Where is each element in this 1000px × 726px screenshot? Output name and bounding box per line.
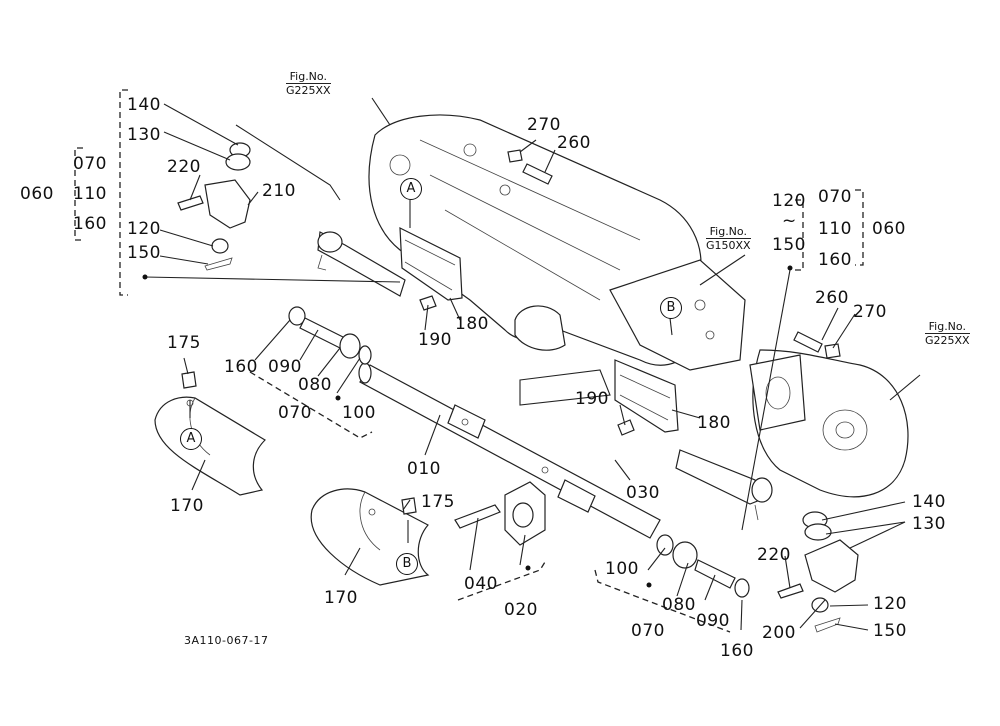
fig-ref-label: Fig.No.: [928, 320, 966, 333]
grouping-brackets: [74, 89, 864, 633]
part-label: 130: [912, 514, 946, 534]
fig-ref-right: Fig.No. G225XX: [925, 320, 970, 347]
part-label: 040: [464, 574, 498, 594]
part-label: 100: [605, 559, 639, 579]
right-housing: [749, 349, 909, 498]
marker-a-cover: A: [180, 428, 202, 450]
right-adjust-parts: [656, 534, 750, 598]
part-label: 270: [527, 115, 561, 135]
fig-ref-center: Fig.No. G150XX: [706, 225, 751, 252]
fig-ref-code: G225XX: [925, 333, 970, 347]
part-label: 160: [818, 250, 852, 270]
part-label: 130: [127, 125, 161, 145]
part-label: 090: [268, 357, 302, 377]
bracket-180-right: [614, 359, 679, 433]
part-label: 120: [772, 191, 806, 211]
part-label: 260: [557, 133, 591, 153]
part-label: 200: [762, 623, 796, 643]
marker-b-cover: B: [396, 553, 418, 575]
part-label: 070: [73, 154, 107, 174]
part-label: 170: [170, 496, 204, 516]
part-label: 060: [20, 184, 54, 204]
part-label: 190: [418, 330, 452, 350]
part-label: 160: [73, 214, 107, 234]
part-label: 170: [324, 588, 358, 608]
leader-lines: [144, 97, 921, 631]
clamp-020: [454, 481, 546, 546]
part-label: 010: [407, 459, 441, 479]
fig-ref-code: G150XX: [706, 238, 751, 252]
part-label: 120: [127, 219, 161, 239]
part-label: 210: [262, 181, 296, 201]
part-label: 080: [662, 595, 696, 615]
fig-ref-label: Fig.No.: [289, 70, 327, 83]
tie-rod-end-left: [317, 231, 406, 297]
part-label: 180: [455, 314, 489, 334]
fig-ref-top-left: Fig.No. G225XX: [286, 70, 331, 97]
part-label: 120: [873, 594, 907, 614]
part-label: 060: [872, 219, 906, 239]
part-label: 150: [873, 621, 907, 641]
part-label: 260: [815, 288, 849, 308]
part-label: 160: [720, 641, 754, 661]
part-label: 100: [342, 403, 376, 423]
part-label: 220: [757, 545, 791, 565]
part-label: 150: [772, 235, 806, 255]
fig-ref-label: Fig.No.: [709, 225, 747, 238]
part-label: 070: [818, 187, 852, 207]
knuckle-arm-200: [777, 511, 859, 633]
left-adjust-parts: [288, 306, 372, 365]
part-label: 175: [167, 333, 201, 353]
part-label: 160: [224, 357, 258, 377]
knuckle-arm-210: [177, 142, 251, 271]
part-label: 090: [696, 611, 730, 631]
bracket-180-left: [399, 227, 463, 301]
diagram-code: 3A110-067-17: [184, 634, 269, 647]
part-label: 180: [697, 413, 731, 433]
marker-a-top: A: [400, 178, 422, 200]
part-label: 140: [127, 95, 161, 115]
part-label: 190: [575, 389, 609, 409]
marker-b-center: B: [660, 297, 682, 319]
dots: [142, 265, 793, 588]
part-label: 080: [298, 375, 332, 395]
part-label: 110: [818, 219, 852, 239]
part-label: 030: [626, 483, 660, 503]
part-label: 220: [167, 157, 201, 177]
part-label: 150: [127, 243, 161, 263]
part-label: 070: [278, 403, 312, 423]
part-label: 175: [421, 492, 455, 512]
range-tilde: ~: [782, 211, 797, 231]
part-label: 110: [73, 184, 107, 204]
part-label: 020: [504, 600, 538, 620]
part-label: 140: [912, 492, 946, 512]
tie-rod-end-right: [675, 449, 773, 521]
cover-170-left: [154, 396, 266, 496]
bolts: [181, 149, 841, 515]
fig-ref-code: G225XX: [286, 83, 331, 97]
part-label: 270: [853, 302, 887, 322]
part-label: 070: [631, 621, 665, 641]
